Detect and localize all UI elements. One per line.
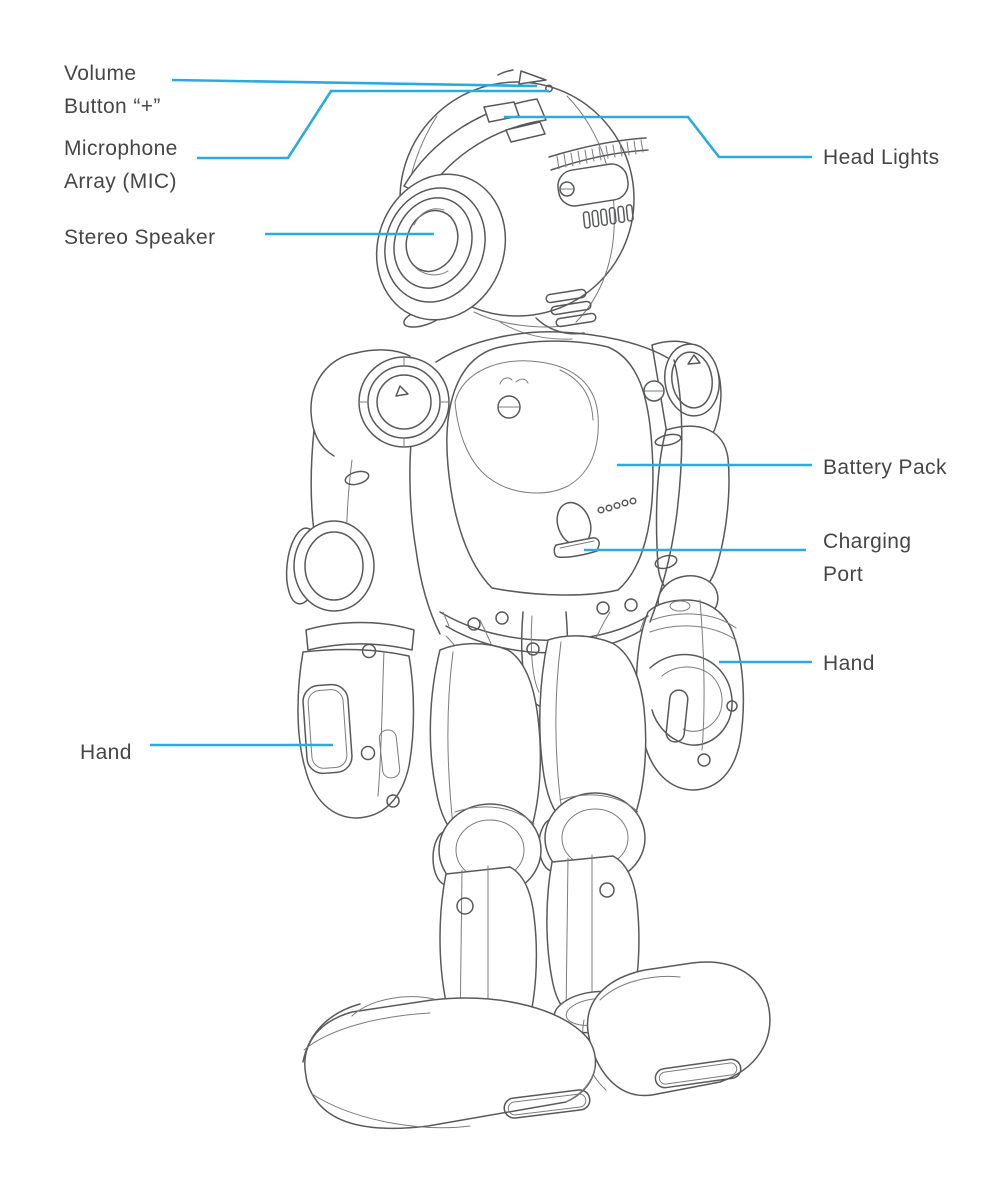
label-hand-left: Hand <box>80 741 132 764</box>
label-hand-right: Hand <box>823 652 875 675</box>
label-charging-port-line2: Port <box>823 563 864 586</box>
robot-right-foot <box>582 961 771 1097</box>
robot-left-arm <box>285 349 450 819</box>
label-charging-port: Charging Port <box>823 525 911 591</box>
battery-pack-panel <box>446 340 654 596</box>
volume-button-shape <box>518 70 547 85</box>
robot-torso <box>409 331 683 654</box>
label-volume-button-line2: Button “+” <box>64 95 161 118</box>
robot-left-foot <box>302 996 597 1130</box>
robot-head <box>375 69 649 340</box>
right-hand-shell <box>635 599 745 791</box>
label-charging-port-line1: Charging <box>823 530 912 553</box>
label-microphone-array: Microphone Array (MIC) <box>64 132 178 198</box>
label-microphone-array-line1: Microphone <box>64 137 178 160</box>
robot-left-leg <box>429 642 542 1056</box>
leader-volume-button <box>171 78 538 88</box>
label-head-lights: Head Lights <box>823 146 940 169</box>
leader-lines <box>150 78 812 747</box>
label-volume-button-line1: Volume <box>64 62 137 85</box>
head-vent-slots <box>582 204 634 229</box>
stereo-speaker-lens <box>375 173 507 321</box>
left-hand-shell <box>297 648 415 819</box>
label-stereo-speaker: Stereo Speaker <box>64 226 216 249</box>
leader-microphone-array <box>197 89 549 160</box>
label-volume-button: Volume Button “+” <box>64 57 161 123</box>
charging-port-shape <box>553 501 600 558</box>
battery-indicator-dots <box>597 497 637 514</box>
leader-head-lights <box>504 115 812 159</box>
head-speaker-slots <box>545 288 597 328</box>
robot-right-arm <box>635 340 745 791</box>
label-battery-pack: Battery Pack <box>823 456 947 479</box>
label-microphone-array-line2: Array (MIC) <box>64 170 177 193</box>
